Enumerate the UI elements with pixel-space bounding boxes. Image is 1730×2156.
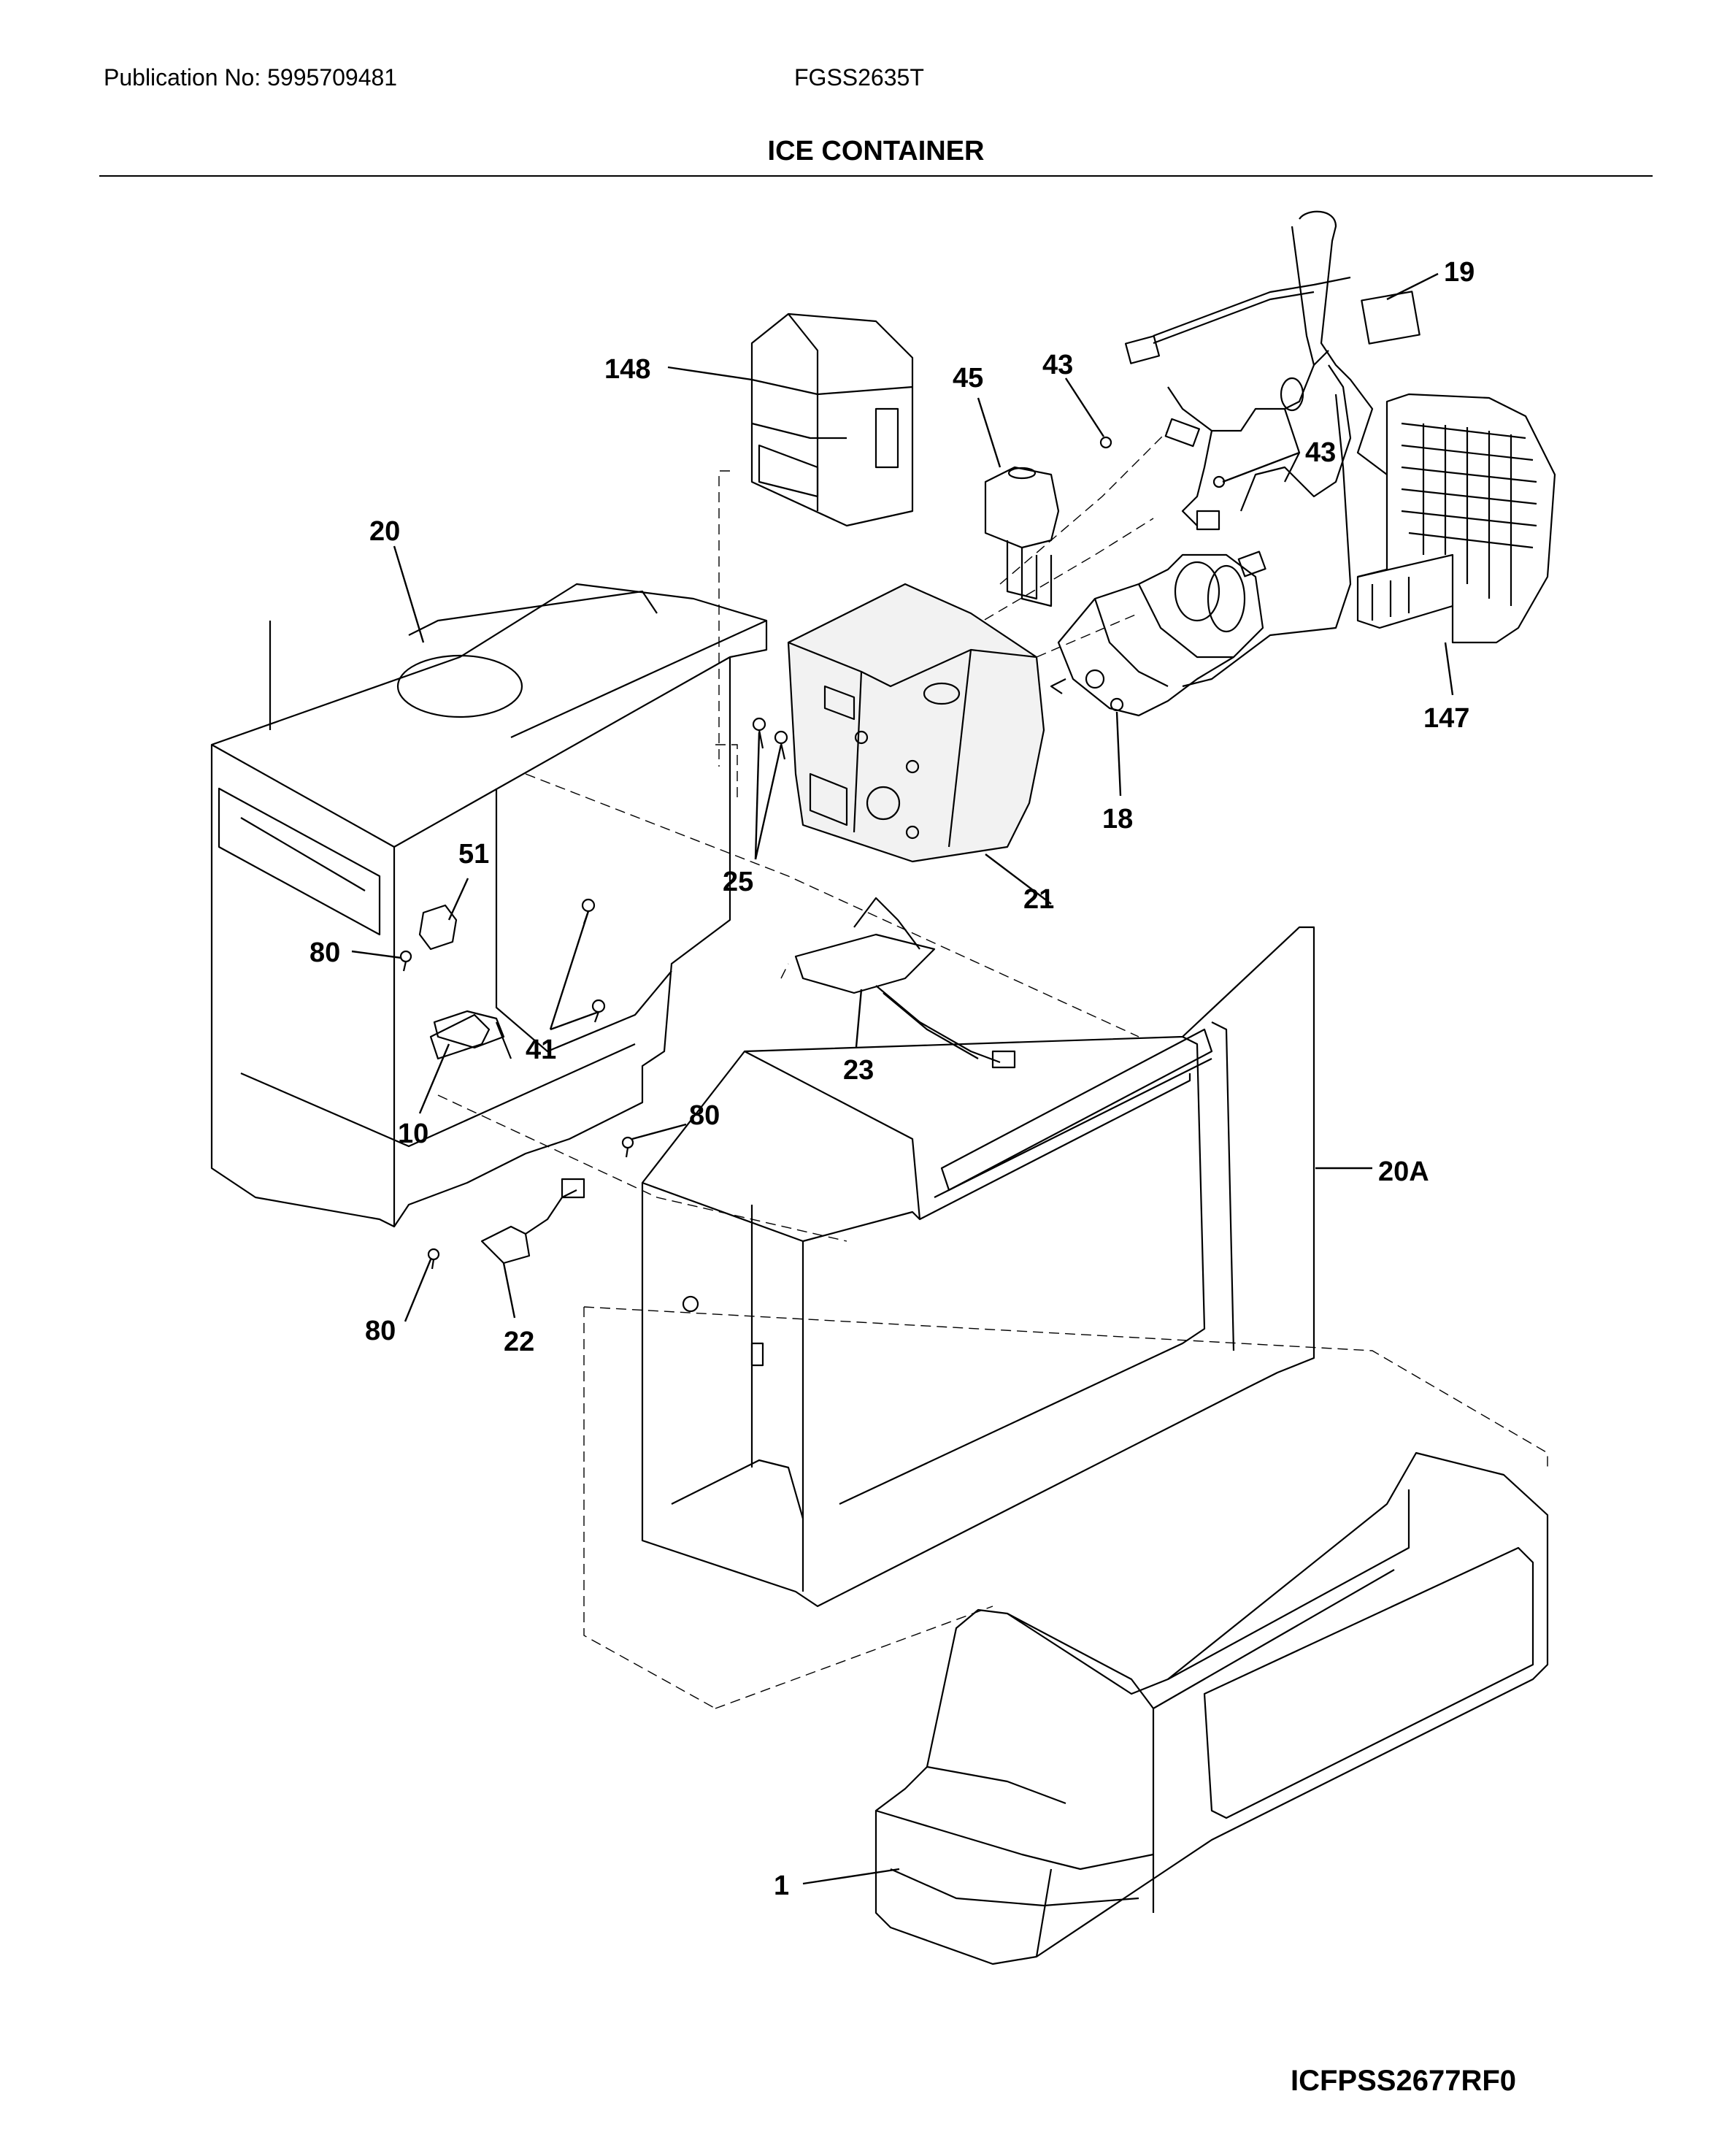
callout-20: 20 [369, 516, 400, 547]
part-43-screw-top [1099, 436, 1112, 449]
callout-148: 148 [604, 354, 650, 385]
callout-41: 41 [526, 1035, 556, 1065]
part-20-housing [210, 583, 768, 1228]
callout-25: 25 [723, 867, 753, 897]
part-18-motor [1050, 553, 1264, 717]
callout-80-middle: 80 [689, 1100, 720, 1131]
part-23-lever [794, 897, 1016, 1069]
part-147-cover [1356, 393, 1556, 644]
part-19-wire-harness [1124, 210, 1420, 688]
vent-grid [1401, 422, 1537, 606]
assembly-guide-lines [437, 430, 1548, 1709]
part-148-chute-cover [750, 312, 914, 527]
callout-43-harness: 43 [1305, 437, 1336, 468]
part-20A-shell [641, 926, 1315, 1608]
part-43-screw-harness [1212, 475, 1226, 488]
part-45-valve [984, 466, 1060, 607]
callout-51: 51 [458, 839, 489, 870]
title-rule [99, 175, 1653, 177]
part-22-sensor [480, 1178, 585, 1265]
part-80-screws [399, 950, 634, 1270]
callout-18: 18 [1102, 804, 1133, 835]
part-21-housing [787, 583, 1045, 863]
page-title: ICE CONTAINER [767, 136, 985, 166]
callout-43: 43 [1042, 350, 1073, 380]
callout-45: 45 [953, 363, 983, 394]
callout-80-left: 80 [310, 937, 340, 968]
callout-19: 19 [1444, 257, 1475, 288]
callout-leaders [351, 272, 1454, 1885]
model-number: FGSS2635T [794, 64, 924, 91]
callout-20A: 20A [1378, 1156, 1429, 1187]
callout-80-bottom: 80 [365, 1316, 396, 1346]
part-10-bracket [433, 1010, 505, 1049]
callout-10: 10 [398, 1119, 428, 1149]
callout-labels: 148 45 43 19 43 147 18 21 20 25 51 80 41… [310, 257, 1475, 1901]
drawing-code: ICFPSS2677RF0 [1291, 2065, 1517, 2097]
callout-1: 1 [774, 1871, 789, 1901]
callout-23: 23 [843, 1055, 874, 1086]
part-1-bucket [874, 1451, 1549, 1965]
callout-147: 147 [1423, 703, 1469, 734]
publication-number: Publication No: 5995709481 [104, 64, 398, 91]
callout-21: 21 [1023, 884, 1054, 915]
callout-22: 22 [504, 1327, 534, 1357]
part-51-clip [418, 904, 458, 951]
